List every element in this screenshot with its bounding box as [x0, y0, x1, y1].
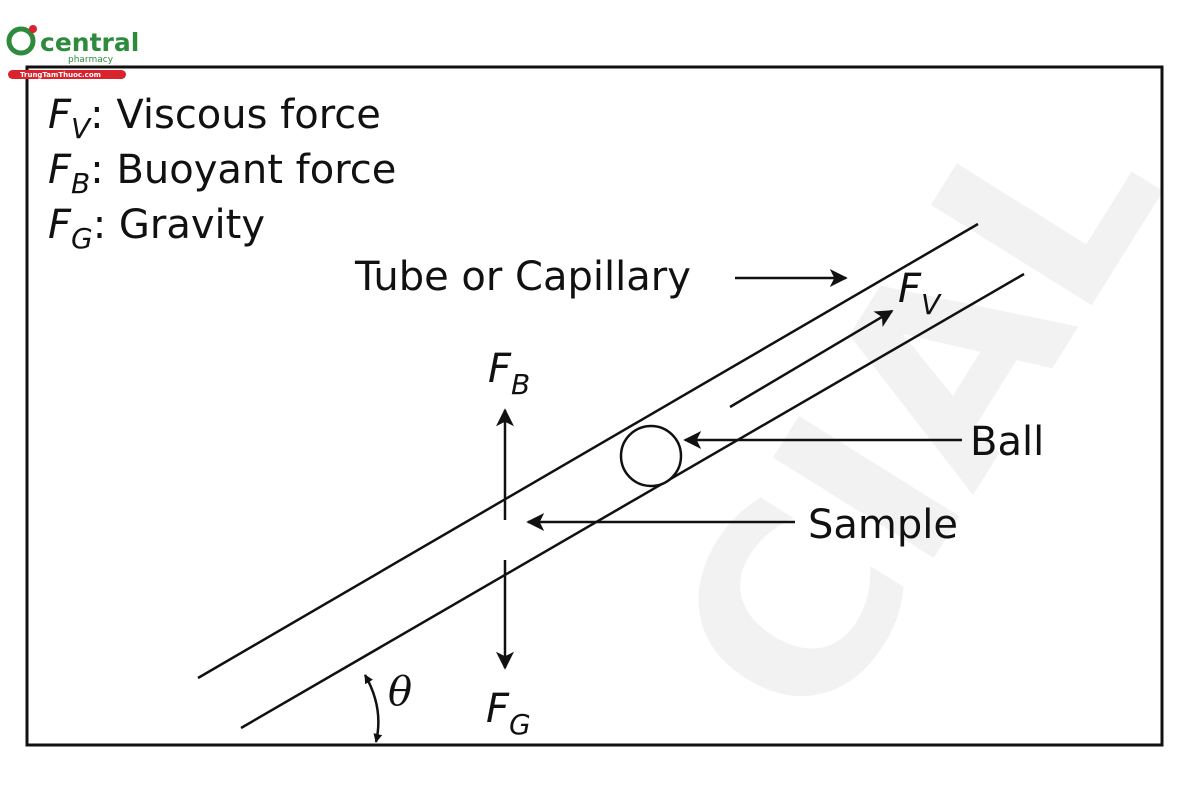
legend-item-gravity: FG: Gravity: [48, 202, 265, 255]
tube-upper-wall: [197, 222, 979, 680]
ball-label: Ball: [970, 419, 1044, 465]
ball: [619, 424, 683, 488]
logo-site-text: TrungTamThuoc.com: [20, 71, 101, 79]
central-pharmacy-logo: central pharmacy TrungTamThuoc.com: [6, 25, 139, 79]
tube-lower-wall: [240, 272, 1025, 730]
logo-tagline: pharmacy: [68, 55, 114, 65]
watermark: CIAL: [616, 58, 1200, 773]
logo-site-strip: [8, 70, 126, 79]
logo-wordmark: central: [40, 28, 139, 57]
buoyant-force-label: FB: [488, 346, 530, 401]
angle-theta-label: θ: [388, 669, 412, 715]
legend-item-buoyant: FB: Buoyant force: [48, 147, 396, 200]
sample-label: Sample: [808, 502, 958, 548]
viscous-force-label: FV: [898, 266, 942, 321]
legend: FV: Viscous force FB: Buoyant force FG: …: [48, 92, 396, 255]
tube-label: Tube or Capillary: [354, 254, 691, 300]
gravity-force-label: FG: [486, 686, 531, 741]
viscous-force-arrow: [729, 309, 894, 409]
legend-item-viscous: FV: Viscous force: [48, 92, 381, 145]
logo-ring-icon: [6, 26, 36, 56]
logo-dot-icon: [29, 25, 37, 33]
angle-arc-arrow: [363, 674, 383, 743]
